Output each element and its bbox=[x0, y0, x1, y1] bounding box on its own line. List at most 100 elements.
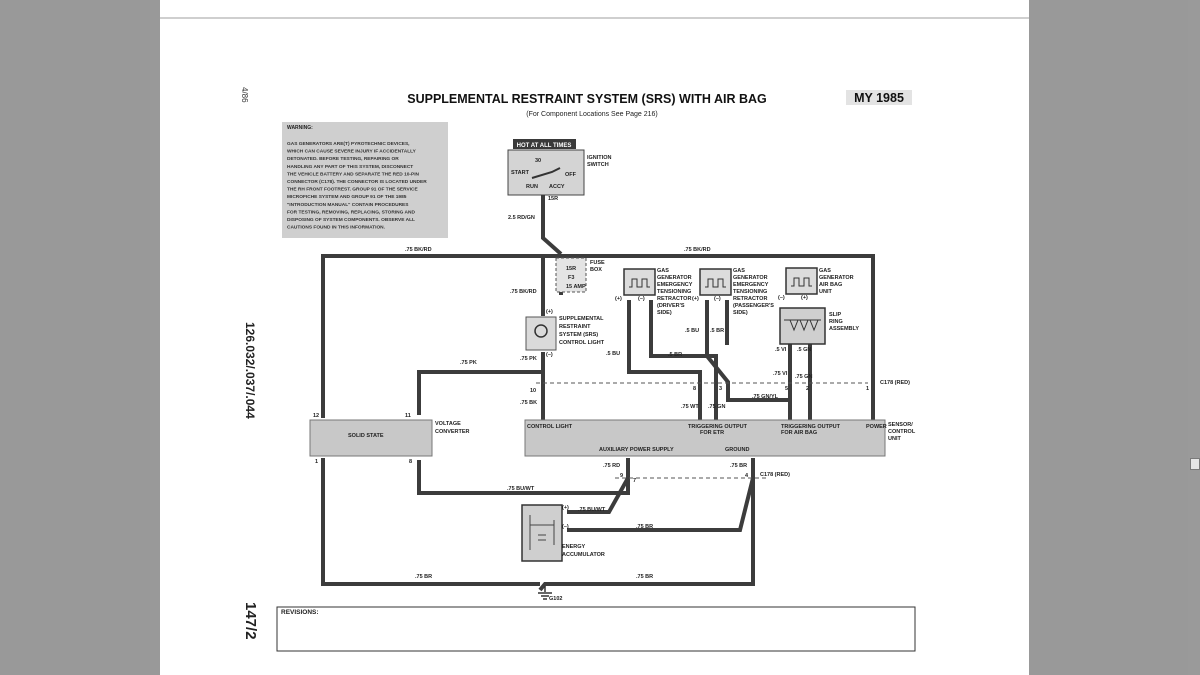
svg-text:TRIGGERING OUTPUT: TRIGGERING OUTPUT bbox=[781, 424, 841, 430]
warning-line: "INTRODUCTION MANUAL" CONTAIN PROCEDURES bbox=[287, 202, 409, 208]
svg-text:10: 10 bbox=[530, 388, 536, 394]
wire-label-75br-br: .75 BR bbox=[636, 574, 653, 580]
wire-label-5bu-b: .5 BU bbox=[685, 328, 699, 334]
svg-text:RESTRAINT: RESTRAINT bbox=[559, 324, 591, 330]
svg-text:RING: RING bbox=[829, 319, 843, 325]
svg-text:EMERGENCY: EMERGENCY bbox=[733, 282, 769, 288]
svg-text:1: 1 bbox=[866, 386, 869, 392]
aux-power-label: AUXILIARY POWER SUPPLY bbox=[599, 447, 674, 453]
svg-text:UNIT: UNIT bbox=[888, 436, 901, 442]
warning-line: THE RH FRONT FOOTREST. GROUP 91 OF THE S… bbox=[287, 187, 418, 193]
acc-minus: (–) bbox=[562, 524, 569, 530]
wire-label-75buwt-b: .75 BU/WT bbox=[578, 507, 606, 513]
svg-text:SYSTEM (SRS): SYSTEM (SRS) bbox=[559, 332, 598, 338]
warning-line: WHICH CAN CAUSE SEVERE INJURY IF ACCIDEN… bbox=[287, 149, 417, 155]
warning-line: HANDLING ANY PART OF THIS SYSTEM, DISCON… bbox=[287, 164, 413, 170]
svg-text:(PASSENGER'S: (PASSENGER'S bbox=[733, 303, 774, 309]
svg-text:GAS: GAS bbox=[819, 268, 831, 274]
ign-30: 30 bbox=[535, 158, 541, 164]
svg-text:SIDE): SIDE) bbox=[733, 310, 748, 316]
page-subtitle: (For Component Locations See Page 216) bbox=[526, 111, 658, 118]
fuse-box-label-1: FUSE bbox=[590, 260, 605, 266]
svg-text:GAS: GAS bbox=[657, 268, 669, 274]
sensor-control-unit bbox=[524, 419, 886, 457]
g102-label: G102 bbox=[549, 596, 562, 602]
energy-accumulator bbox=[521, 504, 563, 562]
svg-text:3: 3 bbox=[719, 386, 722, 392]
fuse-f3: F3 bbox=[568, 275, 574, 281]
hot-at-all-times-label: HOT AT ALL TIMES bbox=[517, 143, 572, 149]
connector-label-c178-bottom: C178 (RED) bbox=[760, 472, 790, 478]
warning-heading: WARNING: bbox=[287, 125, 313, 131]
wire-label-75rd: .75 RD bbox=[603, 463, 620, 469]
gg-passenger-label: GAS GENERATOR EMERGENCY TENSIONING RETRA… bbox=[733, 268, 774, 316]
pin-numbers: 12 11 1 8 10 8 3 5 2 1 9 4 7 bbox=[313, 386, 869, 484]
lamp-icon bbox=[534, 324, 548, 338]
warning-line: THE VEHICLE BATTERY AND SEPARATE THE RED… bbox=[287, 171, 420, 177]
wire-label-75buwt-a: .75 BU/WT bbox=[507, 486, 535, 492]
gg-driver-plus: (+) bbox=[615, 296, 622, 302]
ign-start: START bbox=[511, 170, 530, 176]
svg-text:FOR ETR: FOR ETR bbox=[700, 430, 724, 436]
solid-state-module bbox=[309, 419, 433, 457]
svg-text:GENERATOR: GENERATOR bbox=[733, 275, 768, 281]
wiring-harness bbox=[321, 195, 875, 592]
control-light-label: CONTROL LIGHT bbox=[527, 424, 573, 430]
vertical-scrollbar[interactable] bbox=[1188, 0, 1200, 675]
svg-text:ACCUMULATOR: ACCUMULATOR bbox=[562, 552, 605, 558]
energy-accumulator-label: ENERGY ACCUMULATOR bbox=[562, 544, 605, 558]
warning-text: GAS GENERATORS ARE(T) PYROTECHNIC DEVICE… bbox=[287, 141, 427, 231]
ign-run: RUN bbox=[526, 184, 538, 190]
wire-label-75bkrd-right: .75 BK/RD bbox=[684, 247, 711, 253]
wire-label-5gn: .5 GN bbox=[797, 347, 811, 353]
connector-label-c178-top: C178 (RED) bbox=[880, 380, 910, 386]
ign-15r: 15R bbox=[548, 196, 558, 202]
svg-text:9: 9 bbox=[620, 473, 623, 479]
svg-text:ENERGY: ENERGY bbox=[562, 544, 586, 550]
ground-icon bbox=[538, 586, 552, 600]
gas-generator-driver bbox=[623, 268, 656, 296]
gas-generator-passenger bbox=[699, 268, 732, 296]
wire-label-75bkrd-left: .75 BK/RD bbox=[405, 247, 432, 253]
gg-passenger-plus: (+) bbox=[692, 296, 699, 302]
wire-label-75bk: .75 BK bbox=[520, 400, 537, 406]
trigger-etr-label: TRIGGERING OUTPUT FOR ETR bbox=[688, 424, 748, 436]
wire-label-5br-b: .5 BR bbox=[710, 328, 724, 334]
svg-text:12: 12 bbox=[313, 413, 319, 419]
svg-text:ASSEMBLY: ASSEMBLY bbox=[829, 326, 859, 332]
gg-airbag-minus: (–) bbox=[778, 295, 785, 301]
wire-label-25rdgn: 2.5 RD/GN bbox=[508, 215, 535, 221]
wire-label-75br-bl: .75 BR bbox=[415, 574, 432, 580]
model-year: MY 1985 bbox=[854, 91, 904, 105]
warning-line: CONNECTOR (C178). THE CONNECTOR IS LOCAT… bbox=[287, 179, 427, 185]
sensor-unit-label: SENSOR/ CONTROL UNIT bbox=[888, 422, 916, 442]
svg-text:GENERATOR: GENERATOR bbox=[657, 275, 692, 281]
fuse-box bbox=[555, 257, 587, 293]
wire-label-75wt: .75 WT bbox=[681, 404, 699, 410]
wire-label-75pk-right: .75 PK bbox=[520, 356, 537, 362]
page-date: 4/86 bbox=[240, 87, 249, 103]
ignition-switch-label-2: SWITCH bbox=[587, 162, 609, 168]
warning-line: DISPOSING OF SYSTEM COMPONENTS. OBSERVE … bbox=[287, 217, 415, 223]
model-codes: 126.032/.037/.044 bbox=[243, 322, 257, 419]
svg-text:RETRACTOR: RETRACTOR bbox=[657, 296, 691, 302]
wire-label-5br-a: .5 BR bbox=[668, 352, 682, 358]
svg-text:SLIP: SLIP bbox=[829, 312, 842, 318]
svg-text:TENSIONING: TENSIONING bbox=[657, 289, 691, 295]
hot-at-all-times-box bbox=[513, 139, 576, 149]
srs-plus: (+) bbox=[546, 309, 553, 315]
svg-text:SENSOR/: SENSOR/ bbox=[888, 422, 913, 428]
document-page bbox=[160, 0, 1029, 675]
slip-ring-label: SLIP RING ASSEMBLY bbox=[829, 312, 859, 332]
wire-label-75vi: .75 VI bbox=[773, 371, 788, 377]
gg-driver-label: GAS GENERATOR EMERGENCY TENSIONING RETRA… bbox=[657, 268, 693, 316]
svg-text:UNIT: UNIT bbox=[819, 289, 832, 295]
model-year-box bbox=[846, 90, 912, 105]
svg-text:TRIGGERING OUTPUT: TRIGGERING OUTPUT bbox=[688, 424, 748, 430]
svg-text:4: 4 bbox=[745, 473, 749, 479]
wire-label-75pk-top: .75 PK bbox=[460, 360, 477, 366]
page-title: SUPPLEMENTAL RESTRAINT SYSTEM (SRS) WITH… bbox=[407, 92, 767, 106]
wire-label-75br-right: .75 BR bbox=[730, 463, 747, 469]
wire-label-75gnyl: .75 GN/YL bbox=[752, 394, 779, 400]
